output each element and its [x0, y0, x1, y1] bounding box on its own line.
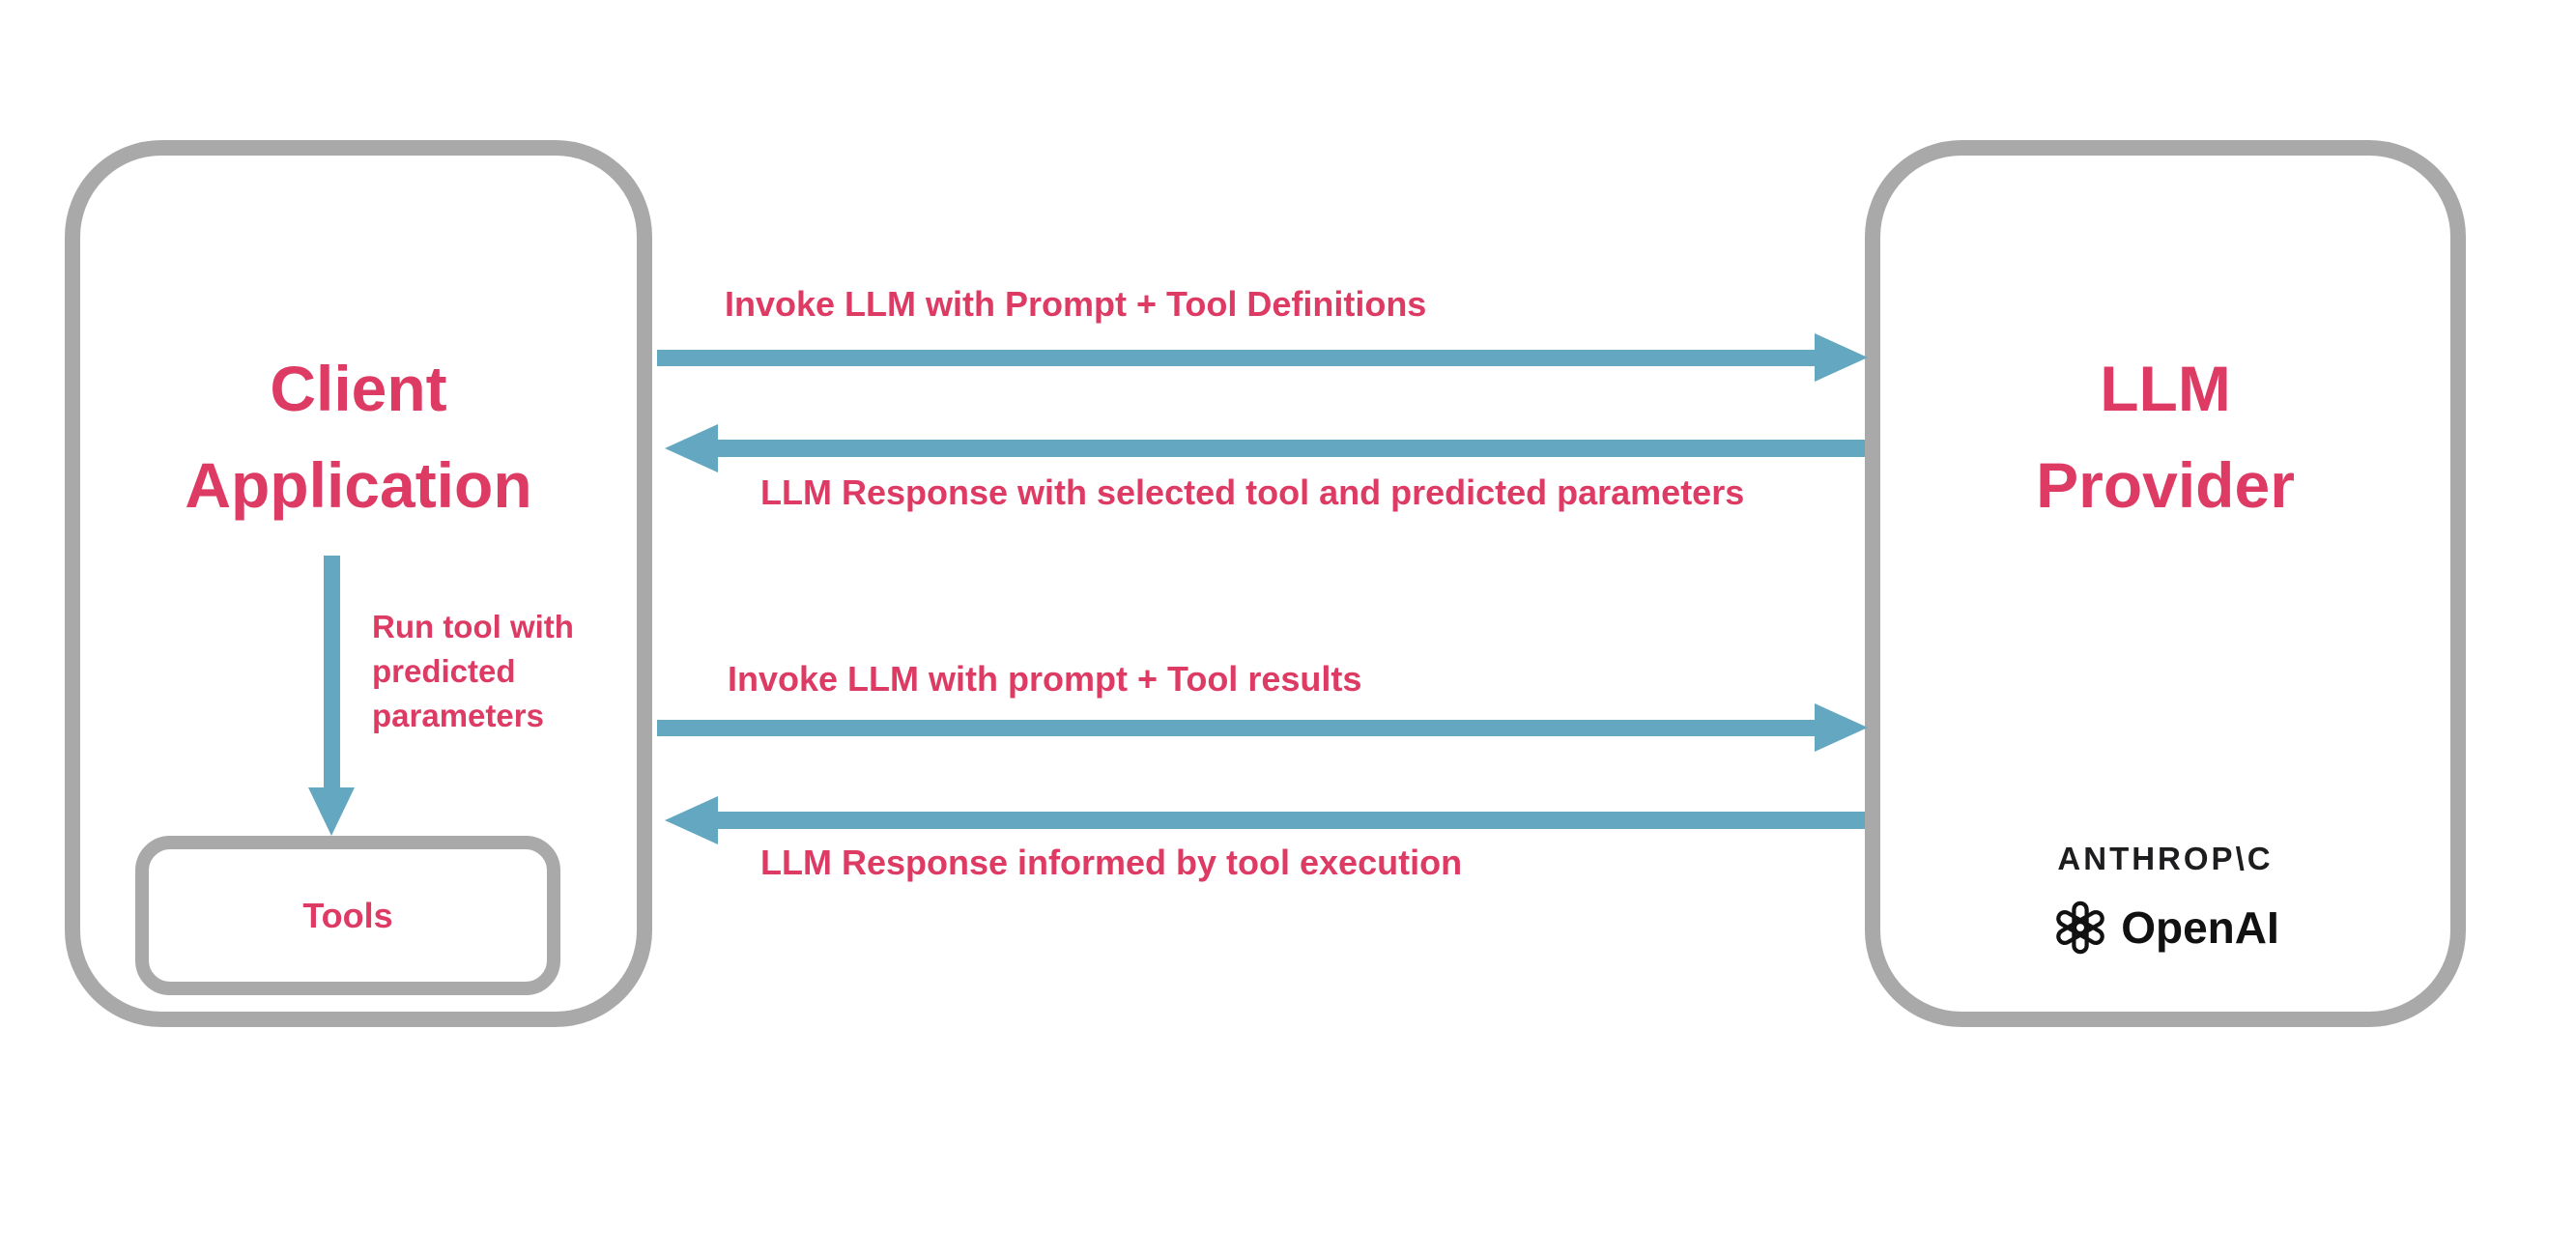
tools-box: Tools — [135, 836, 560, 995]
arrow-down-head-icon — [308, 787, 355, 836]
arrow-right-head-icon — [1815, 333, 1868, 382]
anthropic-wordmark: ANTHROP\C — [2057, 841, 2274, 876]
message-label-response-informed: LLM Response informed by tool execution — [760, 843, 1463, 882]
llm-provider-title: LLM Provider — [2036, 353, 2295, 521]
openai-logo: OpenAI — [1865, 899, 2466, 957]
arrow-left-shaft-1 — [718, 440, 1865, 457]
arrow-right-head-icon — [1815, 703, 1868, 752]
arrow-left-shaft-2 — [718, 812, 1865, 829]
arrow-right-shaft-2 — [657, 720, 1815, 736]
arrow-right-shaft-1 — [657, 350, 1815, 366]
message-label-invoke-with-results: Invoke LLM with prompt + Tool results — [728, 659, 1362, 699]
llm-provider-box — [1865, 140, 2466, 1027]
tools-label: Tools — [302, 895, 393, 935]
message-label-response-selected-tool: LLM Response with selected tool and pred… — [760, 472, 1745, 512]
run-tool-arrow-shaft — [324, 556, 340, 787]
message-label-invoke-with-definitions: Invoke LLM with Prompt + Tool Definition… — [725, 284, 1427, 324]
openai-logo-icon — [2056, 901, 2105, 955]
arrow-left-head-icon — [665, 796, 718, 844]
openai-wordmark: OpenAI — [2121, 902, 2279, 953]
client-application-title: Client Application — [185, 353, 532, 521]
run-tool-note: Run tool with predicted parameters — [372, 609, 574, 733]
arrow-left-head-icon — [665, 424, 718, 472]
